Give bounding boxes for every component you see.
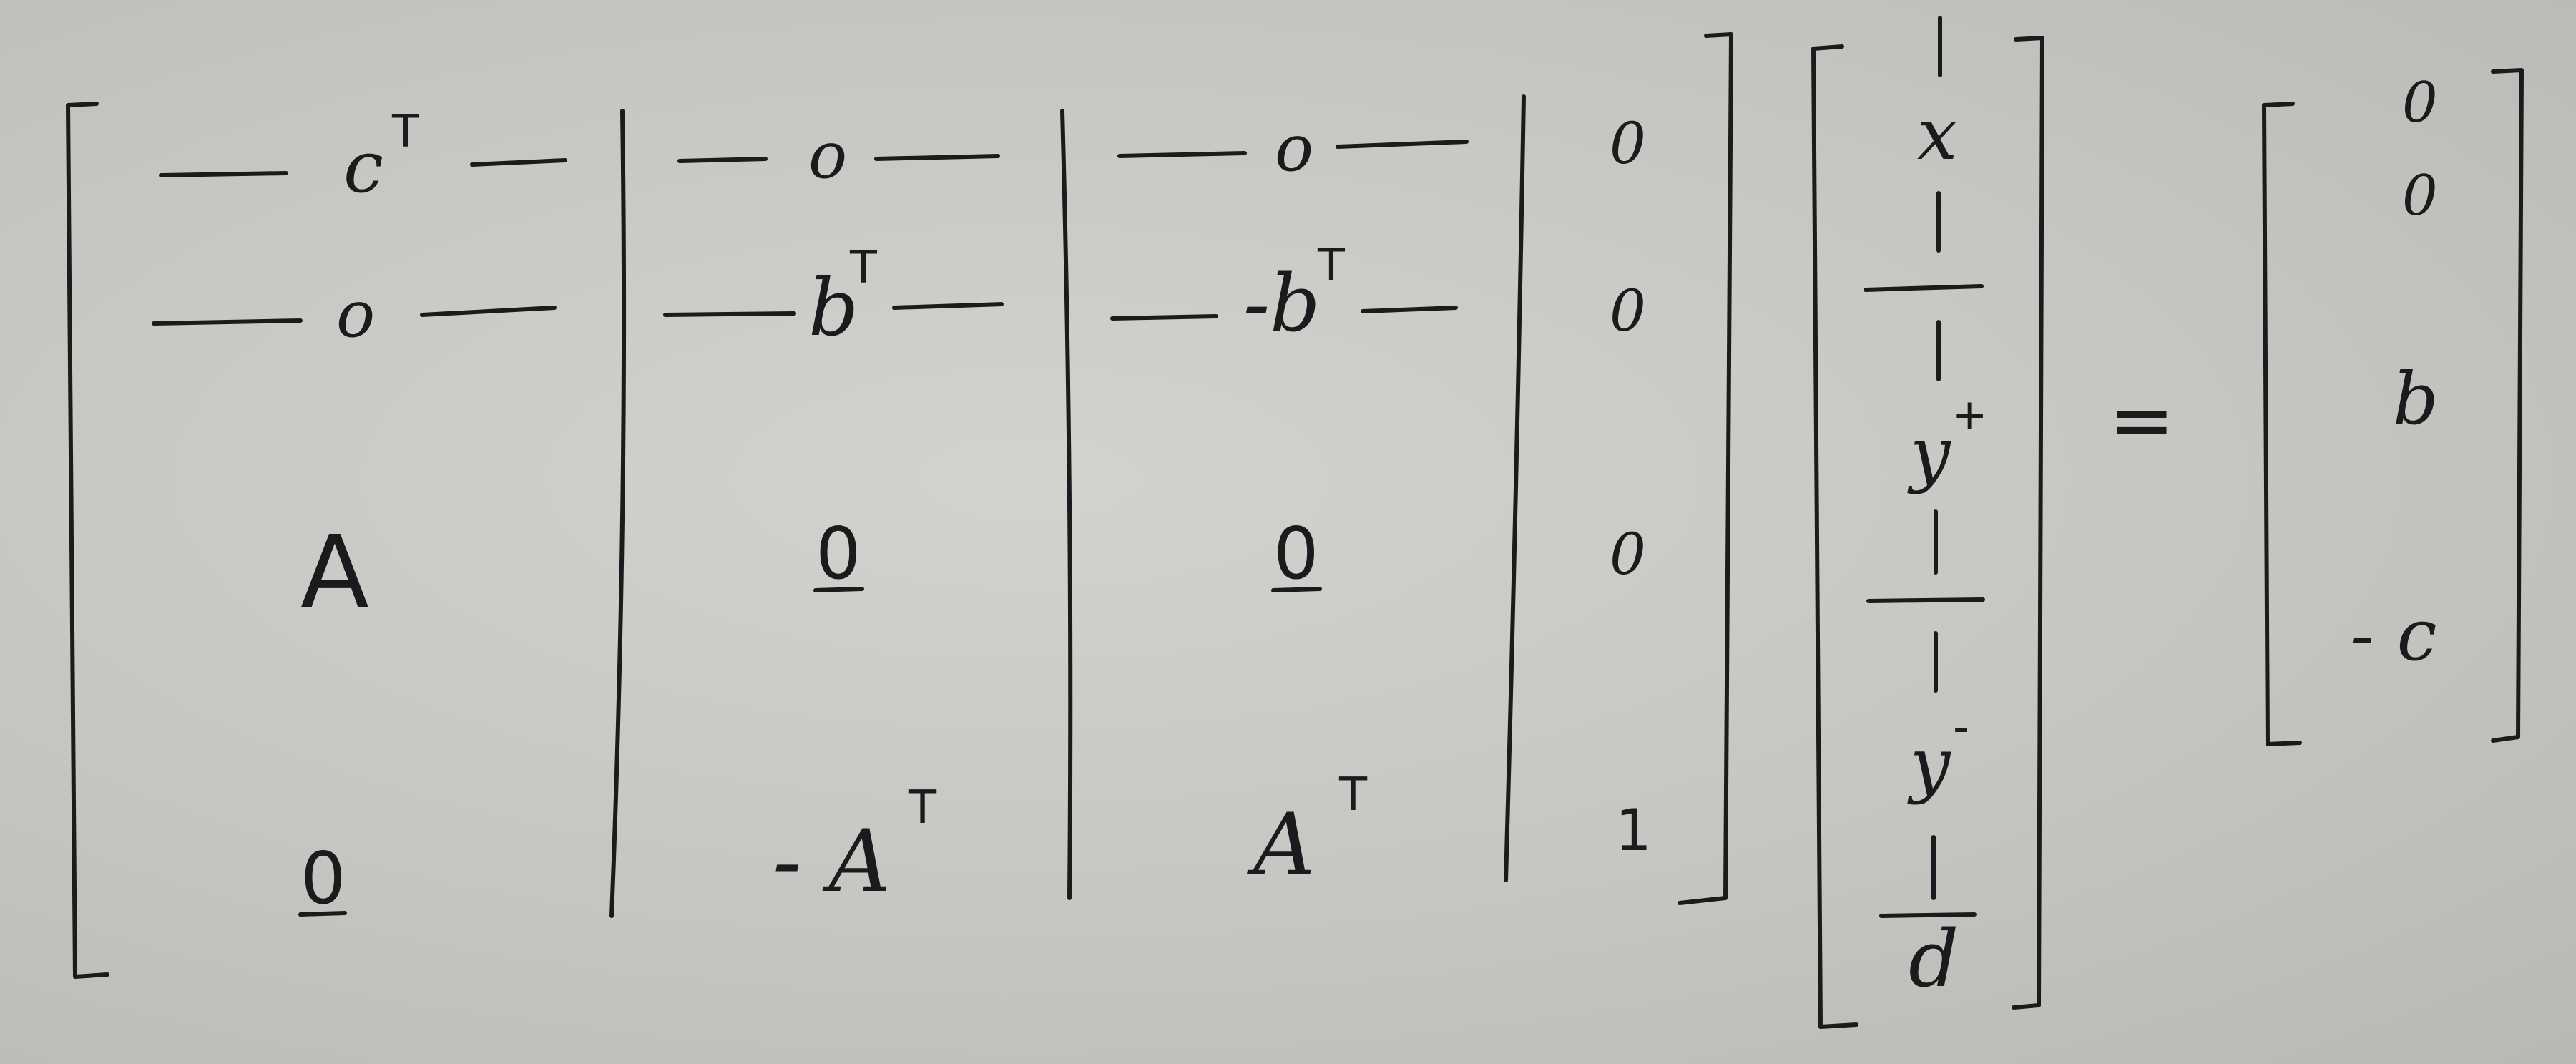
matrix-left-bracket [66,102,109,979]
row-dash [1361,306,1458,313]
row-dash [159,171,288,177]
rhs-right-bracket [2491,68,2524,743]
rhs-left-bracket [2262,102,2302,746]
col3-row2-superscript: T [1317,239,1346,291]
column-separator-1 [609,109,627,918]
vector-left-bracket [1811,44,1858,1029]
col3-row1-entry: o [1275,111,1313,186]
col1-row1-entry: c [343,125,383,209]
matrix-right-bracket [1678,32,1733,905]
row-dash [1336,140,1469,149]
col1-row2-entry: o [336,277,375,352]
vector-right-bracket [2012,36,2044,1010]
matrix-col1: c T o A 0 [152,105,567,920]
column-separator-2 [1060,109,1073,900]
zero-underline [813,587,864,592]
vector-y-plus-superscript: + [1951,390,1987,440]
col4-row1-entry: 0 [1610,110,1646,177]
row-dash [1117,151,1247,158]
vector-y-minus-entry: y [1907,722,1951,806]
col1-row4-entry: 0 [300,836,346,920]
matrix-col3: o -b T 0 A T [1110,111,1469,895]
rhs-row1-entry: 0 [2402,71,2438,135]
rhs-row4-entry: - c [2350,593,2437,677]
col1-row1-superscript: T [391,105,420,157]
row-dash [874,154,1000,161]
col2-row2-entry: b [808,262,858,353]
col2-row1-entry: o [808,118,847,193]
row-dash [1110,314,1218,321]
col3-row4-superscript: T [1338,768,1368,821]
col2-row2-superscript: T [849,241,878,293]
matrix-col4: 0 0 0 1 [1610,110,1652,864]
vector-partition-1 [1864,284,1984,292]
vector-x-entry: x [1917,92,1957,176]
zero-underline [298,911,347,917]
col4-row3-entry: 0 [1610,521,1646,587]
col3-row2-entry: -b [1243,258,1321,349]
column-separator-3 [1504,94,1526,882]
row-dash [470,158,567,167]
equals-sign: = [2109,374,2175,466]
vector-y-plus-entry: y [1907,411,1951,495]
row-dash [892,302,1004,310]
row-dash [677,157,768,163]
zero-underline [1271,587,1322,592]
col2-row4-superscript: T [908,781,937,834]
col3-row4-entry: A [1246,796,1316,895]
row-dash [420,306,557,317]
col4-row2-entry: 0 [1610,278,1646,344]
col4-row4-entry: 1 [1615,797,1652,864]
vector-y-minus-superscript: - [1953,701,1969,754]
col2-row4-entry: - A [773,812,891,912]
vector-d-entry: d [1909,913,1959,1005]
col3-row3-entry: 0 [1273,512,1319,595]
col2-row3-entry: 0 [816,512,861,595]
rhs-row2-entry: 0 [2402,164,2438,228]
rhs-vector: 0 0 b - c [2350,71,2439,677]
row-dash [152,318,303,326]
matrix-col2: o b T 0 - A T [663,118,1004,912]
variable-vector: x y + y - d [1864,16,1987,1005]
rhs-row3-entry: b [2393,357,2439,441]
vector-partition-3 [1879,912,1977,918]
row-dash [663,311,796,317]
vector-partition-2 [1866,597,1985,603]
col1-row3-entry: A [300,514,369,631]
